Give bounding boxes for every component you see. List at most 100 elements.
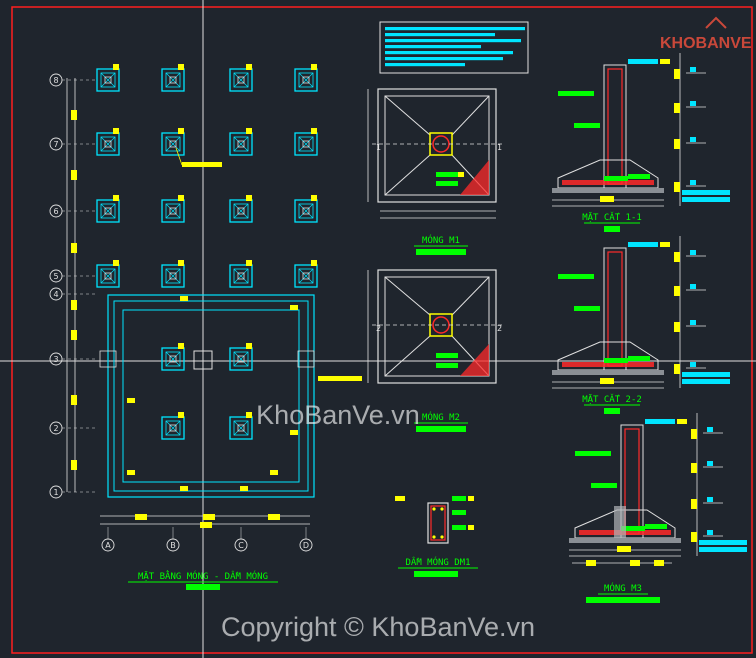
plan-dim-bottom-tag-1 (203, 514, 215, 520)
note-line-4 (385, 51, 513, 55)
plan-dim-bottom-tag-0 (135, 514, 147, 520)
grid-col-C: C (234, 527, 248, 552)
section-1-1-title: MẶT CẮT 1-1 (582, 211, 642, 223)
plan-dim-left-tag-0 (71, 110, 77, 120)
footing-m2: 2 2 MÓNG M2 (367, 269, 502, 432)
plan-title: MẶT BẰNG MÓNG - DẦM MÓNG (138, 570, 268, 582)
plan-footing-r1-c1 (161, 128, 185, 156)
beam-tag-5 (180, 296, 188, 301)
note-line-6 (385, 63, 465, 67)
plan-footing-r1-c0 (96, 128, 120, 156)
m2-title: MÓNG M2 (422, 411, 460, 423)
grid-row-label: 5 (53, 272, 58, 281)
grid-col-label: A (105, 541, 111, 550)
m1-outline (377, 88, 497, 203)
dm1-title: DẦM MÓNG DM1 (405, 556, 470, 568)
plan-dim-left-tag-4 (71, 330, 77, 340)
beam-pedestal-0 (99, 350, 117, 368)
grid-row-8: 8 (49, 73, 97, 87)
plan-dim-left-tag-3 (71, 300, 77, 310)
center-column (193, 350, 213, 370)
grid-row-label: 1 (53, 488, 58, 497)
m3-title: MÓNG M3 (604, 582, 642, 594)
m2-rebar-hatch (460, 344, 489, 376)
plan-footing-r0-c2 (229, 64, 253, 92)
beam-tag-7 (270, 470, 278, 475)
grid-row-label: 2 (53, 424, 58, 433)
section-2-2: MẶT CẮT 2-2 (552, 236, 730, 414)
plan-dim-left-tag-6 (71, 460, 77, 470)
grid-col-label: C (238, 541, 244, 550)
logo-text: KHOBANVE (660, 35, 752, 52)
plan-footing-r2-c0 (96, 195, 120, 223)
plan-footing-m1-c1 (229, 412, 253, 440)
grade-beam-dm1: DẦM MÓNG DM1 (395, 496, 478, 577)
grid-row-7: 7 (49, 137, 97, 151)
grid-row-label: 4 (53, 290, 58, 299)
beam-outline-inner (122, 309, 300, 483)
m1-inner-outline (384, 95, 490, 196)
beam-outline-mid (113, 300, 309, 492)
plan-footing-r2-c1 (161, 195, 185, 223)
m2-outline (377, 269, 497, 384)
grid-row-1: 1 (49, 485, 97, 499)
grid-col-label: B (170, 541, 176, 550)
section-1-1: MẶT CẮT 1-1 (552, 53, 730, 232)
grid-row-2: 2 (49, 421, 97, 435)
note-line-0 (385, 27, 525, 31)
grid-col-D: D (299, 527, 313, 552)
beam-outline-outer (107, 294, 315, 498)
plan-dim-bottom-tag-2 (268, 514, 280, 520)
plan-dim-left-tag-2 (71, 243, 77, 253)
plan-footing-r1-c3 (294, 128, 318, 156)
beam-tag-4 (290, 305, 298, 310)
m2-inner-outline (384, 276, 490, 377)
plan-footing-r3-c1 (161, 260, 185, 288)
note-line-5 (385, 57, 503, 61)
m1-rebar-hatch (460, 160, 489, 195)
dm1-stirrup (430, 505, 446, 541)
plan-scale-note (186, 584, 220, 590)
section-2-2-title: MẶT CẮT 2-2 (582, 393, 642, 405)
beam-tag-6 (290, 430, 298, 435)
beam-tag-3 (240, 486, 248, 491)
plan-footing-r1-c2 (229, 128, 253, 156)
plan-footing-m0-c1 (229, 343, 253, 371)
plan-footing-r0-c1 (161, 64, 185, 92)
beam-tag-0 (127, 398, 135, 403)
plan-footing-r0-c0 (96, 64, 120, 92)
grid-row-6: 6 (49, 204, 97, 218)
plan-footing-r3-c2 (229, 260, 253, 288)
grid-row-label: 3 (53, 355, 58, 364)
plan-dim-left-tag-5 (71, 395, 77, 405)
beam-tag-1 (127, 470, 135, 475)
grid-row-label: 8 (53, 76, 58, 85)
footing-m1: 1 1 MÓNG M1 (367, 88, 502, 255)
plan-footing-m1-c0 (161, 412, 185, 440)
m1-cut-left: 1 (376, 143, 381, 152)
notes-table (379, 21, 529, 74)
plan-footing-r2-c3 (294, 195, 318, 223)
plan-footing-r3-c0 (96, 260, 120, 288)
plan-footing-m0-c0 (161, 343, 185, 371)
note-line-3 (385, 45, 481, 49)
foundation-plan: 8 7 6 5 4 3 2 1 A B C D MẶT BẰNG MÓNG - DẦM MÓNG (49, 64, 362, 590)
grid-col-A: A (101, 527, 115, 552)
dm1-section (427, 502, 449, 544)
center-watermark: KhoBanVe.vn (256, 400, 420, 430)
m2-cut-left: 2 (376, 324, 381, 333)
beam-callout-label (318, 376, 362, 381)
plan-dim-left-tag-1 (71, 170, 77, 180)
plan-footing-r3-c3 (294, 260, 318, 288)
note-line-2 (385, 39, 521, 43)
grid-row-5: 5 (49, 269, 97, 283)
copyright-watermark: Copyright © KhoBanVe.vn (221, 612, 535, 642)
grid-row-3: 3 (49, 352, 97, 366)
m1-cut-right: 1 (497, 143, 502, 152)
beam-pedestal-1 (297, 350, 315, 368)
grid-col-label: D (303, 541, 309, 550)
grid-row-label: 6 (53, 207, 58, 216)
m2-cut-right: 2 (497, 324, 502, 333)
footing-m3: MÓNG M3 (569, 413, 747, 603)
